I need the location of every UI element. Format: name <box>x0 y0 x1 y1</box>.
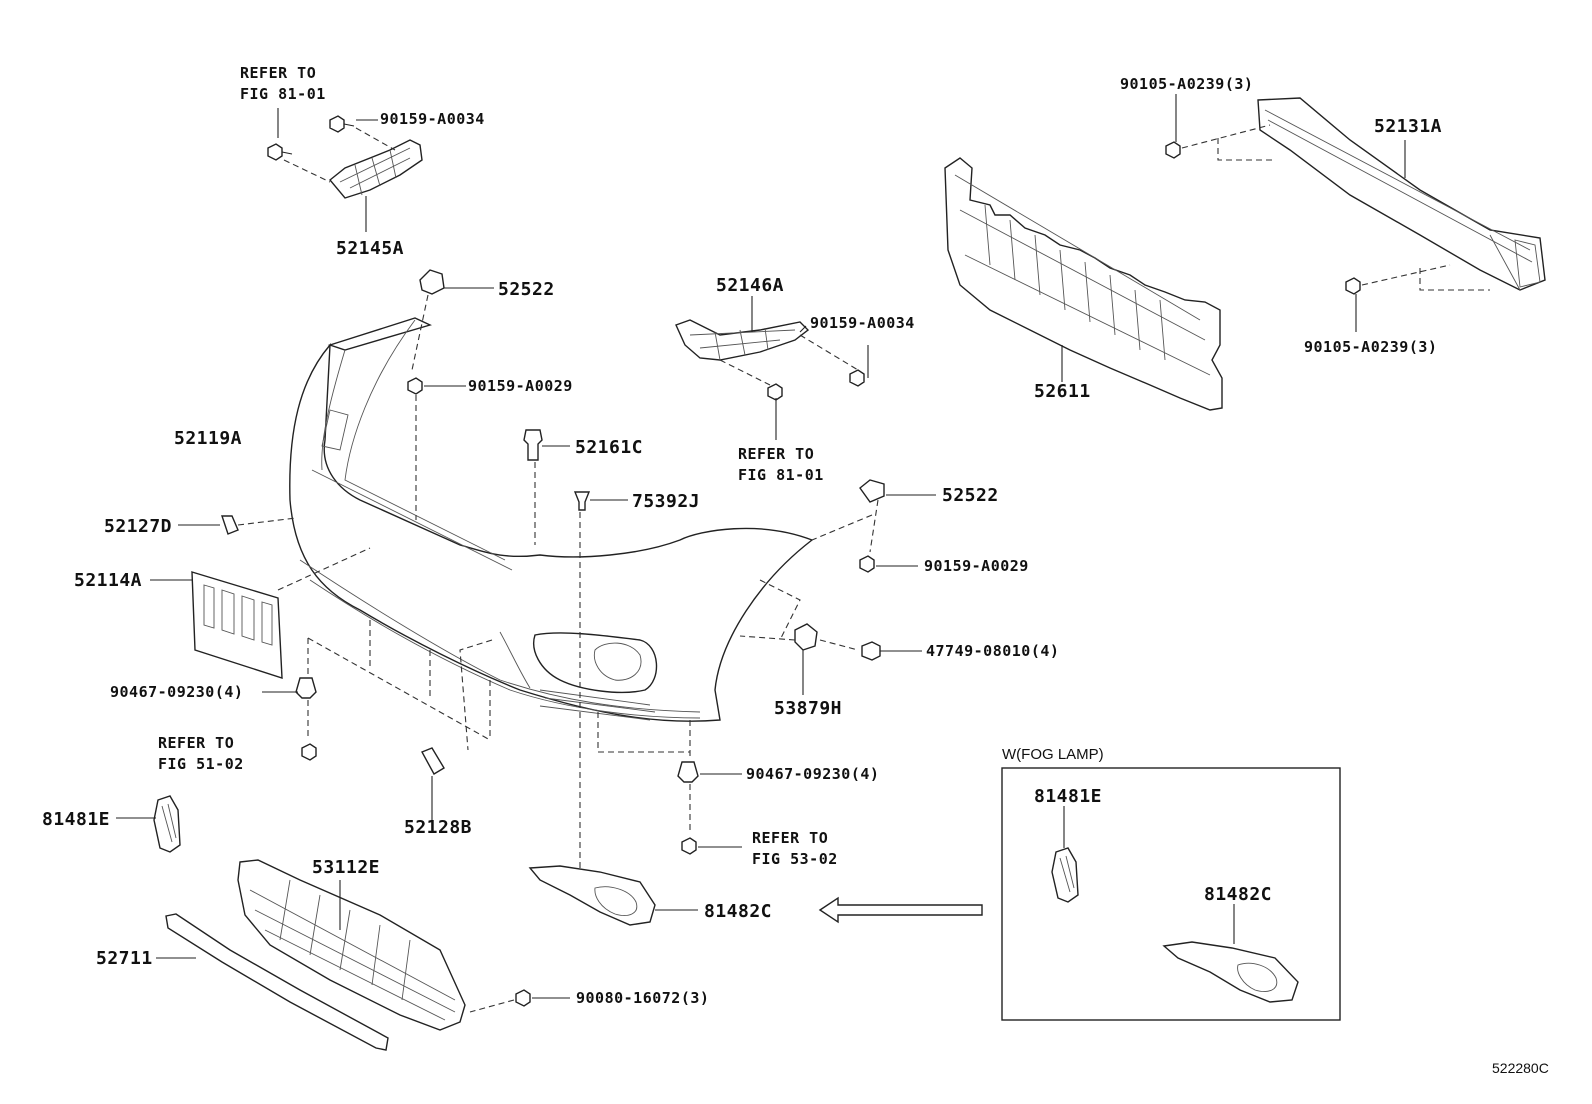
part-label-52522-top: 52522 <box>498 279 555 300</box>
part-label-81481e-left: 81481E <box>42 809 111 830</box>
part-label-90105-a0239-bottom: 90105-A0239(3) <box>1304 338 1438 356</box>
clips-drawing <box>178 429 628 870</box>
part-label-52711: 52711 <box>96 948 153 969</box>
upper-fasteners-drawing <box>407 269 936 573</box>
retainer-52145a-drawing <box>267 108 423 232</box>
part-label-53112e: 53112E <box>312 857 381 878</box>
part-label-90159-a0034-top: 90159-A0034 <box>380 110 485 128</box>
inset-part-label-81481e: 81481E <box>1034 786 1103 807</box>
lower-left-fasteners-drawing <box>262 620 493 820</box>
part-label-52131a: 52131A <box>1374 116 1443 137</box>
part-label-90105-a0239-top: 90105-A0239(3) <box>1120 75 1254 93</box>
part-label-75392j: 75392J <box>632 491 701 512</box>
part-label-53879h: 53879H <box>774 698 843 719</box>
lower-right-fasteners-drawing <box>597 579 922 855</box>
refer-note-fig-81-01-top: REFER TO FIG 81-01 <box>240 63 326 105</box>
refer-note-line2: FIG 51-02 <box>158 755 244 773</box>
part-label-52127d: 52127D <box>104 516 173 537</box>
figure-number: 522280C <box>1492 1060 1549 1076</box>
reinforcement-52131a-drawing <box>1165 94 1546 332</box>
refer-note-line1: REFER TO <box>752 829 829 847</box>
refer-note-line1: REFER TO <box>240 64 317 82</box>
part-label-52119a: 52119A <box>174 428 243 449</box>
refer-note-line2: FIG 81-01 <box>240 85 326 103</box>
refer-note-line1: REFER TO <box>158 734 235 752</box>
refer-note-line1: REFER TO <box>738 445 815 463</box>
fog-lamp-left-drawing <box>116 795 181 853</box>
refer-note-line2: FIG 81-01 <box>738 466 824 484</box>
lower-grille-drawing <box>156 859 570 1051</box>
refer-note-fig-81-01-mid: REFER TO FIG 81-01 <box>738 444 824 486</box>
part-label-90159-a0029-top: 90159-A0029 <box>468 377 573 395</box>
part-label-52611: 52611 <box>1034 381 1091 402</box>
part-label-52522-right: 52522 <box>942 485 999 506</box>
refer-note-fig-53-02: REFER TO FIG 53-02 <box>752 828 838 870</box>
part-label-90467-09230-right: 90467-09230(4) <box>746 765 880 783</box>
part-label-52145a: 52145A <box>336 238 405 259</box>
part-label-90080-16072: 90080-16072(3) <box>576 989 710 1007</box>
part-label-90467-09230-left: 90467-09230(4) <box>110 683 244 701</box>
part-label-47749-08010: 47749-08010(4) <box>926 642 1060 660</box>
bumper-cover-drawing <box>289 317 814 722</box>
part-label-90159-a0034-mid: 90159-A0034 <box>810 314 915 332</box>
inset-title: W(FOG LAMP) <box>1002 746 1104 763</box>
refer-note-fig-51-02: REFER TO FIG 51-02 <box>158 733 244 775</box>
part-label-52114a: 52114A <box>74 570 143 591</box>
retainer-52146a-drawing <box>675 296 869 440</box>
absorber-52611-drawing <box>944 157 1223 411</box>
part-label-52161c: 52161C <box>575 437 644 458</box>
inset-part-label-81482c: 81482C <box>1204 884 1273 905</box>
license-bracket-drawing <box>150 547 371 679</box>
part-label-81482c-main: 81482C <box>704 901 773 922</box>
refer-note-line2: FIG 53-02 <box>752 850 838 868</box>
part-label-52146a: 52146A <box>716 275 785 296</box>
fog-cover-drawing <box>528 865 983 926</box>
part-label-90159-a0029-right: 90159-A0029 <box>924 557 1029 575</box>
part-label-52128b: 52128B <box>404 817 473 838</box>
inset-drawing <box>1001 767 1341 1021</box>
